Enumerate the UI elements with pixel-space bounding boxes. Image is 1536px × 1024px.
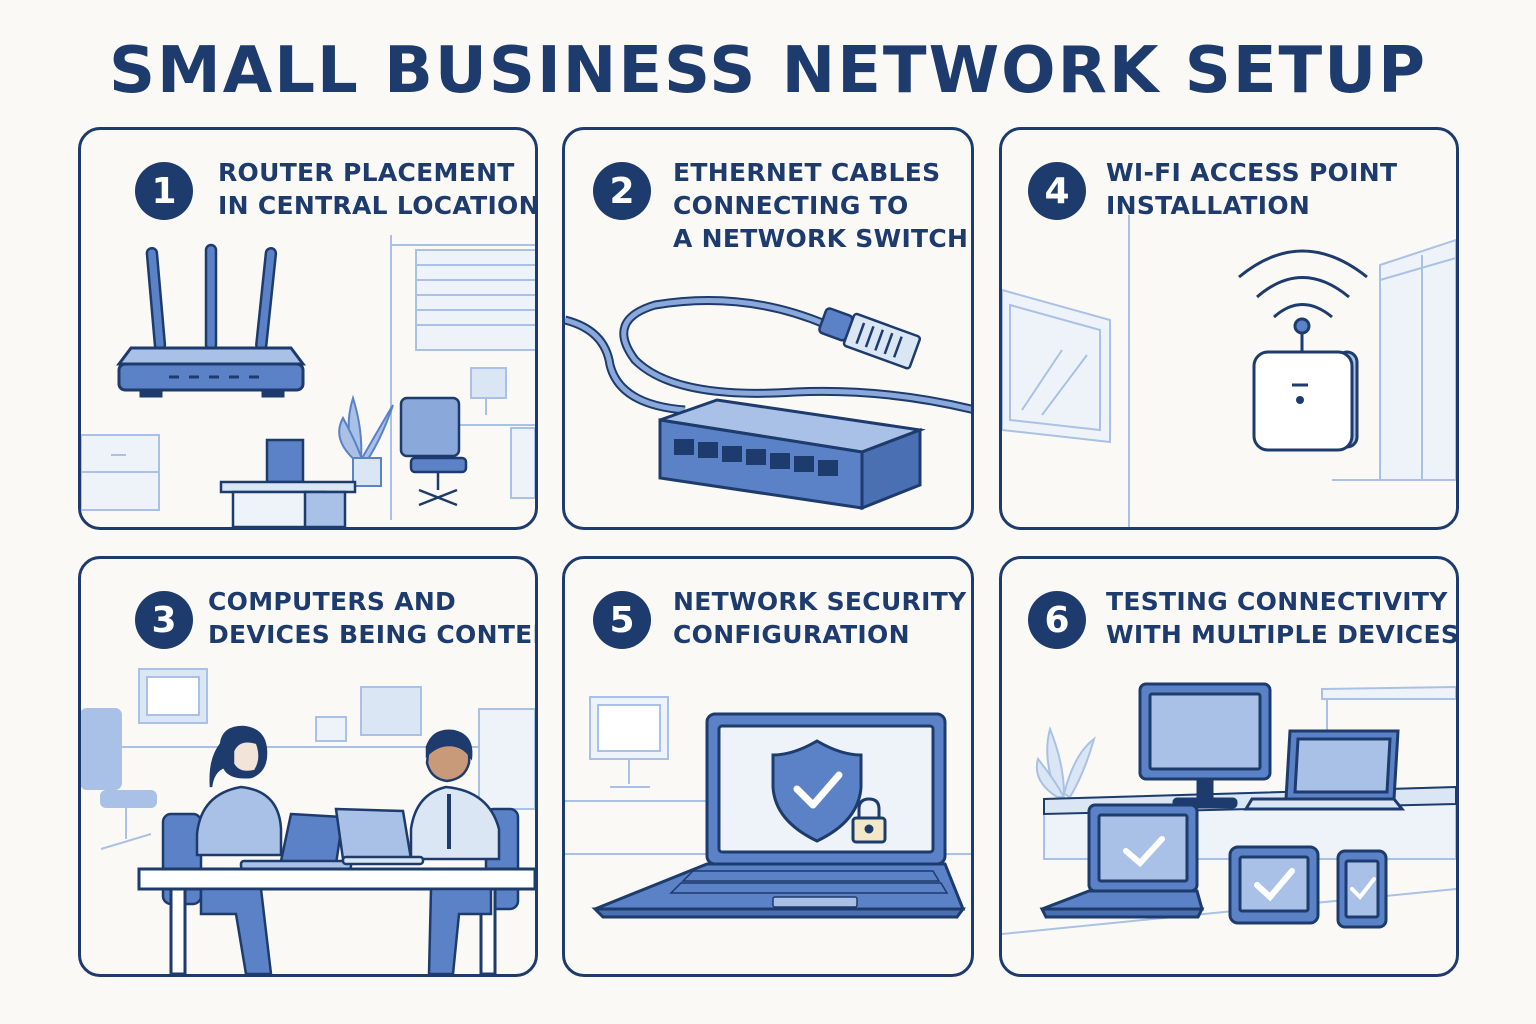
step-number-badge: 3: [135, 591, 193, 649]
step-label: TESTING CONNECTIVITY WITH MULTIPLE DEVIC…: [1106, 587, 1459, 649]
step-number-badge: 2: [593, 162, 651, 220]
step-label: ROUTER PLACEMENT IN CENTRAL LOCATION: [218, 158, 538, 220]
wifi-signal-icon: [1238, 249, 1368, 319]
router-office-illustration: [81, 235, 535, 527]
padlock-icon: [851, 797, 887, 844]
step-label: COMPUTERS AND DEVICES BEING CONTED: [208, 587, 538, 649]
step-label: ETHERNET CABLES CONNECTING TO A NETWORK …: [673, 158, 969, 253]
shield-check-icon: [771, 739, 863, 843]
step-panel-ethernet: 2 ETHERNET CABLES CONNECTING TO A NETWOR…: [562, 127, 974, 530]
page-title: SMALL BUSINESS NETWORK SETUP: [108, 34, 1428, 108]
step-panel-router: 1 ROUTER PLACEMENT IN CENTRAL LOCATION: [78, 127, 538, 530]
step-number-badge: 5: [593, 591, 651, 649]
wifi-access-point-illustration: [1002, 215, 1456, 527]
step-label: NETWORK SECURITY CONFIGURATION: [673, 587, 967, 649]
people-at-computers-illustration: [81, 668, 535, 974]
step-number-badge: 4: [1028, 162, 1086, 220]
multiple-devices-illustration: [1002, 682, 1456, 935]
security-laptop-illustration: [565, 696, 971, 919]
step-panel-security: 5 NETWORK SECURITY CONFIGURATION: [562, 556, 974, 977]
tablet-check-icon: [1228, 845, 1320, 925]
step-panel-computers: 3 COMPUTERS AND DEVICES BEING CONTED: [78, 556, 538, 977]
step-number-badge: 1: [135, 162, 193, 220]
step-panel-wifi-access-point: 4 WI-FI ACCESS POINT INSTALLATION: [999, 127, 1459, 530]
step-number-badge: 6: [1028, 591, 1086, 649]
ethernet-switch-illustration: [565, 296, 971, 511]
laptop-check-icon: [1039, 803, 1205, 919]
step-label: WI-FI ACCESS POINT INSTALLATION: [1106, 158, 1398, 220]
phone-check-icon: [1336, 849, 1388, 929]
step-panel-testing: 6 TESTING CONNECTIVITY WITH MULTIPLE DEV…: [999, 556, 1459, 977]
